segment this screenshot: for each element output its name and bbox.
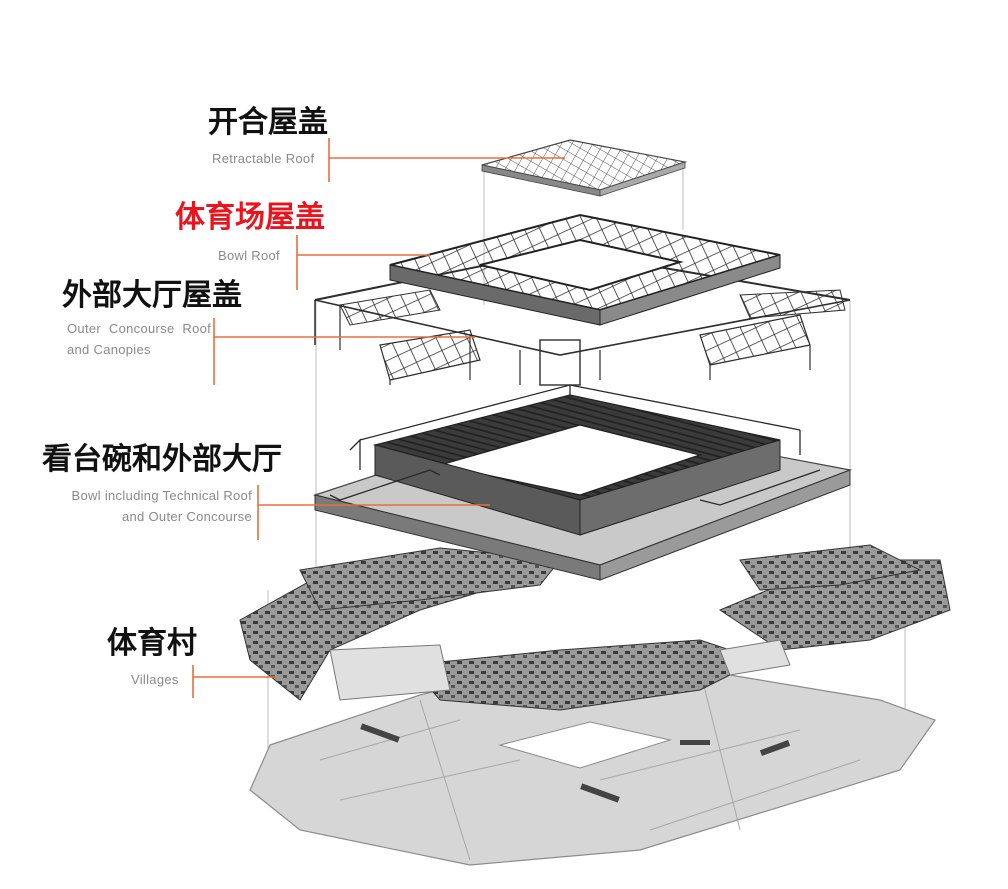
label-zh-villages: 体育村 <box>107 626 197 661</box>
label-zh-retractable-roof: 开合屋盖 <box>208 105 328 140</box>
label-en-outer-concourse-roof-line1: Outer Concourse Roof <box>67 321 212 336</box>
label-en-villages: Villages <box>131 672 179 687</box>
leader-lines <box>192 138 565 698</box>
label-en-bowl-roof: Bowl Roof <box>218 248 280 263</box>
ground-slab <box>249 659 936 866</box>
label-zh-outer-concourse-roof: 外部大厅屋盖 <box>62 278 242 313</box>
retractable-roof-layer <box>481 139 688 197</box>
leader-retractable-roof <box>328 138 565 182</box>
label-zh-bowl-outer-concourse: 看台碗和外部大厅 <box>42 442 282 477</box>
label-en-bowl-line2: and Outer Concourse <box>122 509 252 524</box>
label-en-outer-concourse-roof-line2: and Canopies <box>67 342 151 357</box>
label-zh-bowl-roof: 体育场屋盖 <box>175 200 325 235</box>
leader-bowl-roof <box>296 235 430 290</box>
leader-villages <box>192 665 275 698</box>
outer-concourse-roof-layer <box>314 248 851 386</box>
label-en-retractable-roof: Retractable Roof <box>212 151 315 166</box>
bowl-roof-layer <box>389 213 781 326</box>
villages-layer <box>239 544 951 711</box>
label-en-bowl-line1: Bowl including Technical Roof <box>71 488 252 503</box>
leader-bowl <box>257 485 490 540</box>
leader-outer-concourse-roof <box>213 318 475 385</box>
bowl-layer <box>312 384 853 581</box>
